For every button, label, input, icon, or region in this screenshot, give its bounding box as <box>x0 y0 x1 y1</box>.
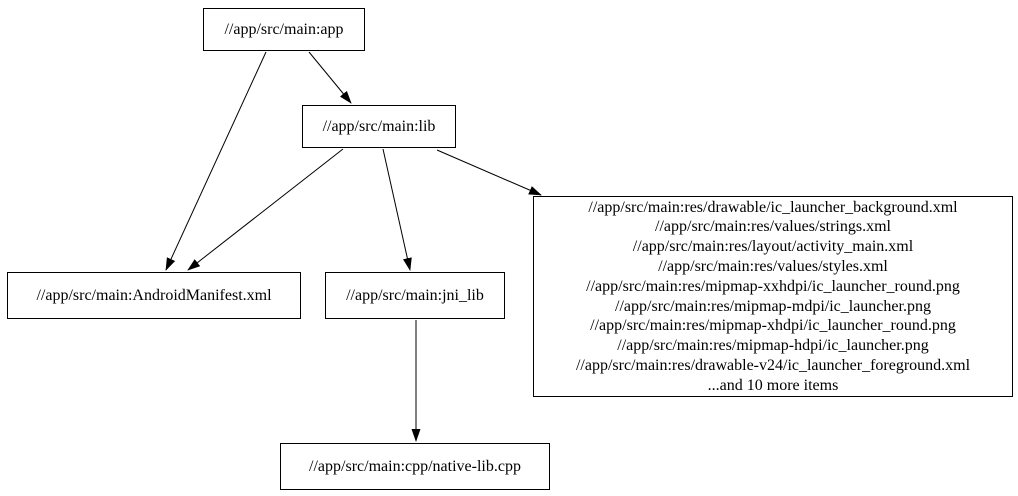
edge-lib-jni-lib <box>382 148 412 271</box>
res-item: //app/src/main:res/mipmap-xxhdpi/ic_laun… <box>586 277 960 295</box>
node-android-manifest: //app/src/main:AndroidManifest.xml <box>7 272 301 319</box>
node-app-label: //app/src/main:app <box>224 20 344 38</box>
node-jni-lib-label: //app/src/main:jni_lib <box>346 286 484 304</box>
node-app: //app/src/main:app <box>203 8 365 51</box>
res-more-items: ...and 10 more items <box>707 376 839 394</box>
res-item: //app/src/main:res/mipmap-xhdpi/ic_launc… <box>590 317 956 335</box>
node-lib: //app/src/main:lib <box>302 105 456 148</box>
res-item: //app/src/main:res/drawable/ic_launcher_… <box>588 198 958 216</box>
res-item: //app/src/main:res/values/strings.xml <box>655 218 891 236</box>
edge-lib-res <box>436 149 542 196</box>
res-item: //app/src/main:res/mipmap-hdpi/ic_launch… <box>617 337 929 355</box>
res-item: //app/src/main:res/layout/activity_main.… <box>632 238 914 256</box>
edge-lib-manifest <box>187 148 344 271</box>
node-lib-label: //app/src/main:lib <box>322 117 436 135</box>
res-item: //app/src/main:res/values/styles.xml <box>658 257 888 275</box>
edge-app-manifest <box>165 51 267 271</box>
node-native-lib-cpp: //app/src/main:cpp/native-lib.cpp <box>280 443 550 490</box>
edge-app-lib <box>308 51 352 104</box>
node-jni-lib: //app/src/main:jni_lib <box>325 272 505 319</box>
node-android-manifest-label: //app/src/main:AndroidManifest.xml <box>36 286 272 304</box>
node-res-filegroup: //app/src/main:res/drawable/ic_launcher_… <box>533 196 1013 397</box>
res-item: //app/src/main:res/drawable-v24/ic_launc… <box>575 356 971 374</box>
node-native-lib-cpp-label: //app/src/main:cpp/native-lib.cpp <box>309 457 521 475</box>
res-item: //app/src/main:res/mipmap-mdpi/ic_launch… <box>615 297 931 315</box>
